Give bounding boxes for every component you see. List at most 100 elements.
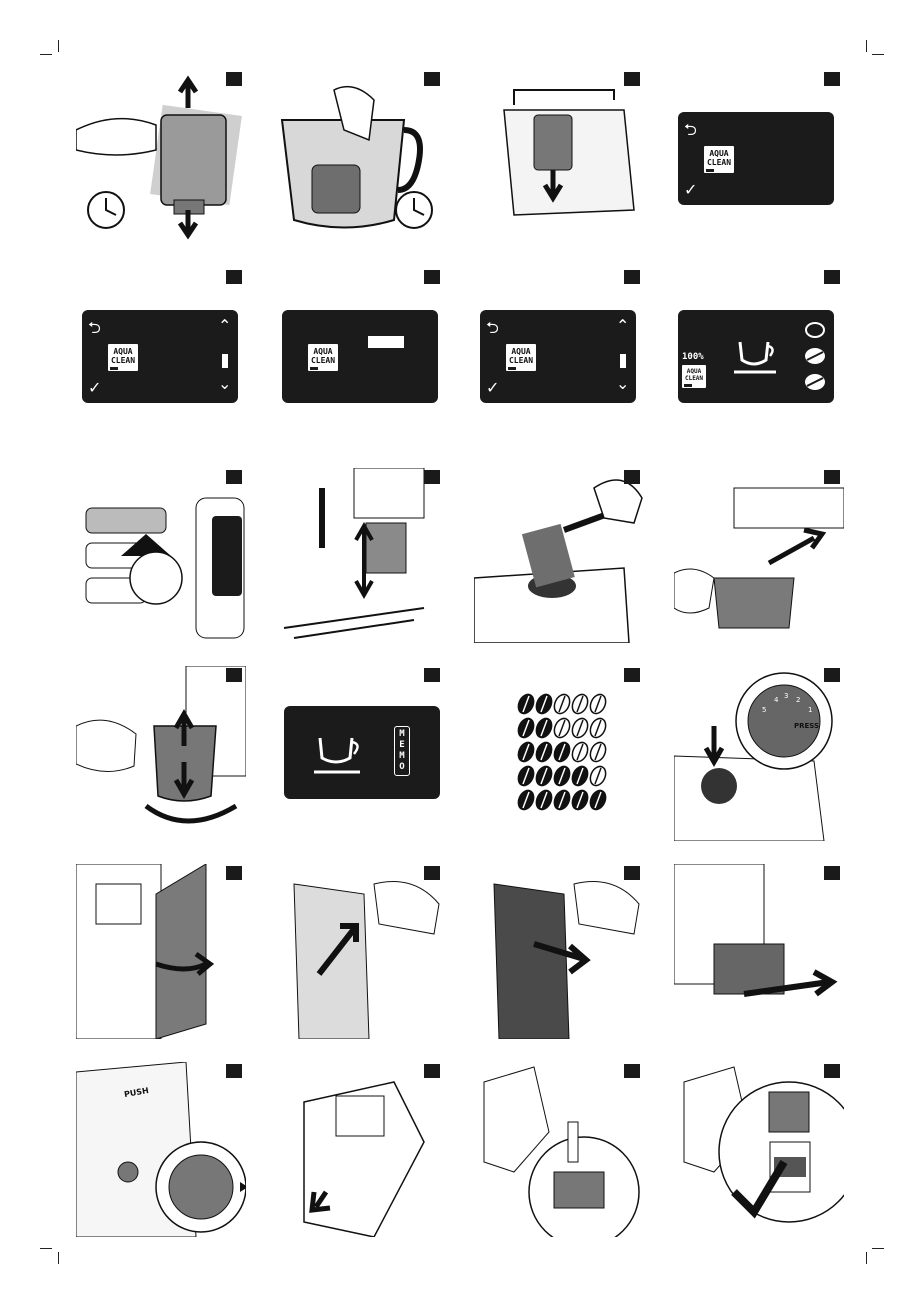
coffee-cup-icon xyxy=(734,341,776,374)
clock-icon xyxy=(395,191,433,229)
step-badge xyxy=(424,470,440,484)
step-brew-group-lever xyxy=(274,1062,444,1237)
step-check-button: PUSH xyxy=(76,1062,246,1237)
crop-mark xyxy=(58,40,59,52)
step-badge xyxy=(424,1064,440,1078)
selector-slot xyxy=(620,354,626,368)
coffee-bean-icon xyxy=(805,322,825,390)
step-badge xyxy=(424,866,440,880)
chevron-down-icon[interactable]: ⌄ xyxy=(218,374,232,393)
bean-grid xyxy=(517,693,607,811)
step-open-door xyxy=(76,864,246,1039)
step-badge xyxy=(226,270,242,284)
step-froth-milk xyxy=(674,468,844,643)
chevron-up-icon[interactable]: ⌃ xyxy=(218,316,232,335)
coffee-bean-icon xyxy=(553,789,571,811)
step-control-panel xyxy=(76,468,246,643)
crop-mark xyxy=(58,1252,59,1264)
coffee-bean-icon xyxy=(517,741,535,763)
coffee-bean-icon xyxy=(571,717,589,739)
crop-mark xyxy=(866,1252,867,1264)
step-insert-filter xyxy=(474,70,644,245)
coffee-bean-icon xyxy=(571,765,589,787)
step-badge xyxy=(624,270,640,284)
coffee-bean-icon xyxy=(517,789,535,811)
coffee-bean-icon xyxy=(553,765,571,787)
coffee-bean-icon xyxy=(517,717,535,739)
step-badge xyxy=(424,72,440,86)
coffee-bean-icon xyxy=(589,789,607,811)
step-badge xyxy=(824,270,840,284)
step-shake-filter xyxy=(76,70,246,245)
coffee-bean-icon xyxy=(589,741,607,763)
coffee-bean-icon xyxy=(589,693,607,715)
press-label: PRESS xyxy=(794,722,820,730)
step-move-jug xyxy=(76,666,246,841)
chevron-up-icon[interactable]: ⌃ xyxy=(616,316,630,335)
coffee-bean-icon xyxy=(535,765,553,787)
coffee-bean-icon xyxy=(553,717,571,739)
step-badge xyxy=(824,470,840,484)
step-press-release xyxy=(274,864,444,1039)
check-icon[interactable]: ✓ xyxy=(88,378,102,397)
check-icon[interactable]: ✓ xyxy=(486,378,500,397)
step-badge xyxy=(624,668,640,682)
coffee-bean-icon xyxy=(535,693,553,715)
crop-mark xyxy=(866,40,867,52)
crop-mark xyxy=(872,54,884,55)
coffee-bean-icon xyxy=(535,717,553,739)
chevron-down-icon[interactable]: ⌄ xyxy=(616,374,630,393)
clock-icon xyxy=(87,191,125,229)
step-bean-strength-grid xyxy=(474,666,644,841)
coffee-bean-icon xyxy=(589,765,607,787)
back-arrow-icon[interactable]: ⮌ xyxy=(684,120,697,139)
step-badge xyxy=(824,866,840,880)
step-badge xyxy=(424,270,440,284)
step-badge xyxy=(226,1064,242,1078)
crop-mark xyxy=(40,1248,52,1249)
check-icon[interactable]: ✓ xyxy=(684,180,698,199)
step-badge xyxy=(226,668,242,682)
coffee-bean-icon xyxy=(517,693,535,715)
step-badge xyxy=(226,866,242,880)
step-milk-frother xyxy=(274,468,444,643)
coffee-bean-icon xyxy=(571,741,589,763)
back-arrow-icon[interactable]: ⮌ xyxy=(486,318,499,337)
crop-mark xyxy=(872,1248,884,1249)
step-badge xyxy=(624,470,640,484)
back-arrow-icon[interactable]: ⮌ xyxy=(88,318,101,337)
coffee-cup-icon xyxy=(314,737,360,774)
step-soak-filter xyxy=(274,70,444,245)
step-badge xyxy=(624,1064,640,1078)
step-grinder-dial: PRESS 5 4 3 2 1 xyxy=(674,666,844,841)
coffee-bean-icon xyxy=(553,741,571,763)
step-badge xyxy=(624,72,640,86)
filter-level: 100% xyxy=(682,352,704,362)
coffee-bean-icon xyxy=(553,693,571,715)
coffee-bean-icon xyxy=(571,789,589,811)
check-icon xyxy=(731,1159,788,1219)
step-check-brew-group xyxy=(674,1062,844,1237)
step-badge xyxy=(824,72,840,86)
coffee-bean-icon xyxy=(517,765,535,787)
coffee-bean-icon xyxy=(571,693,589,715)
coffee-bean-icon xyxy=(535,741,553,763)
crop-mark xyxy=(40,54,52,55)
step-rinse-brew-group xyxy=(474,1062,644,1237)
